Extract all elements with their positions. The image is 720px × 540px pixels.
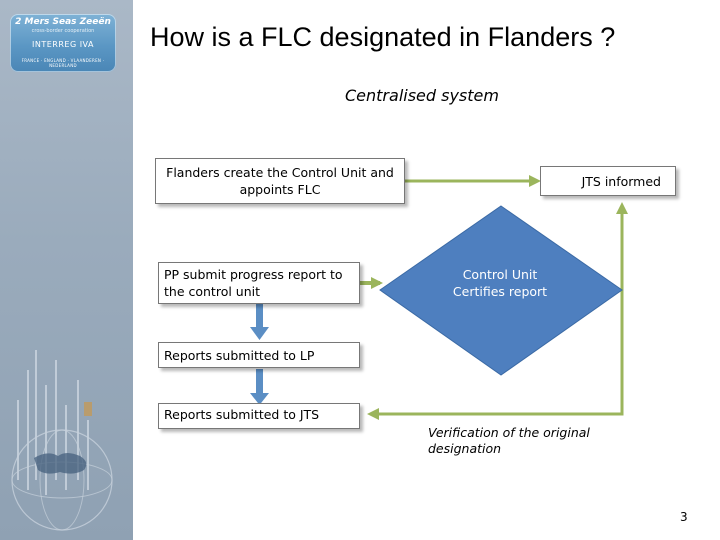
logo-subtitle: cross-border cooperation [31, 28, 95, 34]
program-logo: 2 Mers Seas Zeeën cross-border cooperati… [10, 14, 116, 72]
verification-note: Verification of the original designation [428, 425, 590, 456]
logo-program: INTERREG IVA [32, 40, 94, 49]
flanders-box: Flanders create the Control Unit and app… [155, 158, 405, 204]
reports-jts-box: Reports submitted to JTS [158, 403, 360, 429]
arrow-return-to-jts-reports [367, 298, 624, 420]
page-number: 3 [680, 510, 688, 524]
globe-decoration-icon [11, 350, 113, 531]
logo-countries: FRANCE · ENGLAND · VLAANDEREN · NEDERLAN… [21, 58, 105, 68]
decision-diamond [379, 205, 623, 376]
jts-informed-box: JTS informed [540, 166, 676, 196]
arrow-pp-to-lp [250, 303, 269, 340]
slide-subtitle: Centralised system [345, 86, 499, 105]
arrow-lp-to-jts [250, 369, 269, 405]
slide-title: How is a FLC designated in Flanders ? [150, 22, 616, 52]
logo-title: 2 Mers Seas Zeeën [15, 17, 111, 27]
diamond-label: Control Unit Certifies report [452, 267, 548, 299]
pp-submit-box: PP submit progress report to the control… [158, 262, 360, 304]
reports-lp-box: Reports submitted to LP [158, 342, 360, 368]
sidebar-panel: 2 Mers Seas Zeeën cross-border cooperati… [0, 0, 133, 540]
